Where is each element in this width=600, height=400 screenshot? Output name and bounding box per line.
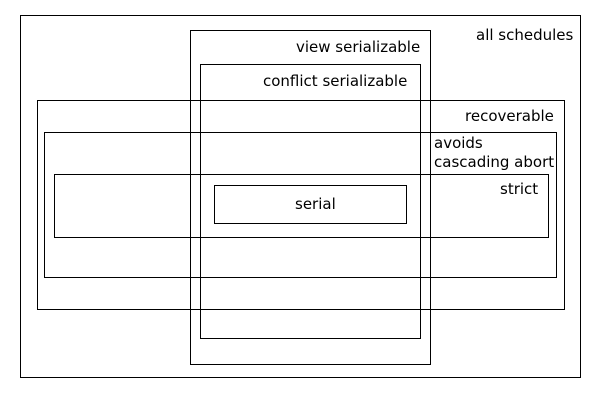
strict-box (54, 174, 549, 238)
all-schedules-label: all schedules (476, 26, 574, 44)
all-schedules-box (20, 15, 581, 378)
recoverable-label: recoverable (465, 107, 554, 125)
avoids-cascading-abort-box (44, 132, 557, 278)
recoverable-box (37, 100, 565, 310)
conflict-serializable-box (200, 64, 421, 339)
view-serializable-label: view serializable (296, 38, 421, 56)
strict-label: strict (500, 180, 539, 198)
view-serializable-box (190, 30, 431, 365)
serial-box (214, 185, 407, 224)
conflict-serializable-label: conflict serializable (263, 72, 408, 90)
avoids-cascading-abort-label: avoids cascading abort (434, 134, 555, 171)
serial-label: serial (295, 195, 336, 213)
